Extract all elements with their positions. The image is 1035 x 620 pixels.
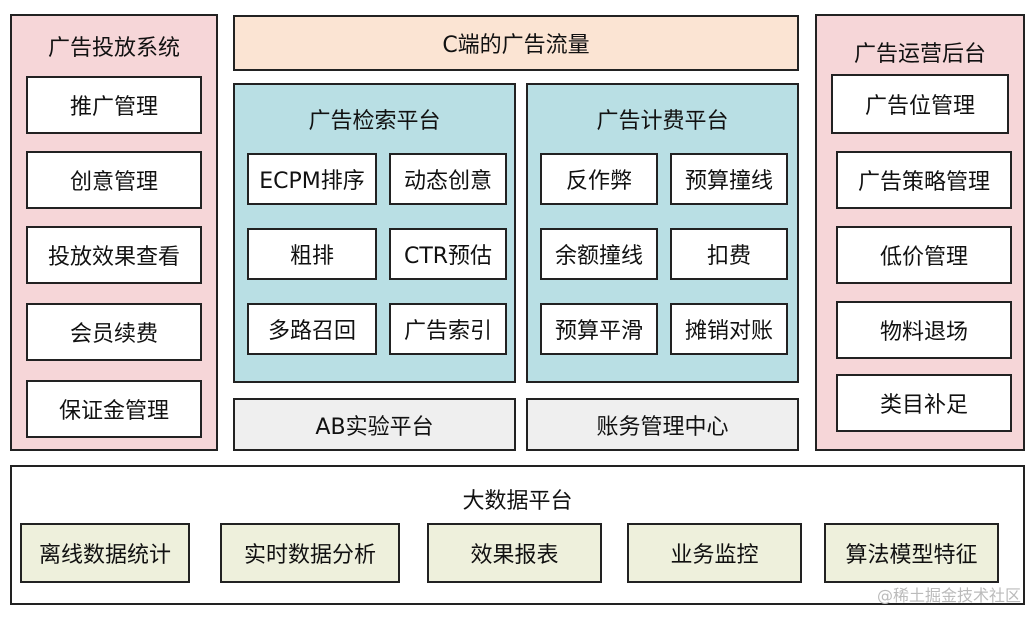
- ad-search-platform-title: 广告检索平台: [308, 109, 441, 134]
- right-item-category-supplement: 类目补足: [836, 374, 1012, 432]
- search-item-coarse-rank: 粗排: [247, 228, 377, 280]
- ab-experiment-platform: AB实验平台: [233, 398, 516, 451]
- left-item-creative: 创意管理: [26, 151, 202, 209]
- ad-billing-platform-title: 广告计费平台: [596, 109, 729, 134]
- ad-delivery-system-title: 广告投放系统: [47, 36, 180, 61]
- bigdata-item-model-features: 算法模型特征: [824, 523, 999, 583]
- ad-billing-platform: 广告计费平台 反作弊 预算撞线 余额撞线 扣费 预算平滑 摊销对账: [526, 83, 799, 383]
- left-item-membership: 会员续费: [26, 303, 202, 361]
- billing-item-amortization-reconcile: 摊销对账: [670, 303, 788, 355]
- big-data-platform-title: 大数据平台: [462, 489, 573, 514]
- bigdata-item-effect-report: 效果报表: [427, 523, 602, 583]
- billing-item-anti-fraud: 反作弊: [540, 153, 658, 205]
- c-side-traffic-banner: C端的广告流量: [233, 15, 799, 71]
- bigdata-item-business-monitor: 业务监控: [627, 523, 802, 583]
- ad-operations-title: 广告运营后台: [853, 42, 986, 67]
- left-item-promotion: 推广管理: [26, 76, 202, 134]
- bigdata-item-offline-stats: 离线数据统计: [20, 523, 190, 583]
- search-item-ecpm-sort: ECPM排序: [247, 153, 377, 205]
- ad-delivery-system-panel: 广告投放系统 推广管理 创意管理 投放效果查看 会员续费 保证金管理: [10, 14, 218, 451]
- ad-search-platform: 广告检索平台 ECPM排序 动态创意 粗排 CTR预估 多路召回 广告索引: [233, 83, 516, 383]
- right-item-material-exit: 物料退场: [836, 301, 1012, 359]
- big-data-platform: 大数据平台 离线数据统计 实时数据分析 效果报表 业务监控 算法模型特征: [10, 465, 1025, 605]
- right-item-ad-slot: 广告位管理: [831, 74, 1009, 134]
- search-item-ad-index: 广告索引: [389, 303, 507, 355]
- right-item-ad-strategy: 广告策略管理: [836, 151, 1012, 209]
- billing-item-deduction: 扣费: [670, 228, 788, 280]
- watermark: @稀土掘金技术社区: [876, 586, 1021, 605]
- billing-item-budget-smoothing: 预算平滑: [540, 303, 658, 355]
- bigdata-item-realtime-analysis: 实时数据分析: [220, 523, 400, 583]
- billing-item-balance-cap: 余额撞线: [540, 228, 658, 280]
- ad-operations-panel: 广告运营后台 广告位管理 广告策略管理 低价管理 物料退场 类目补足: [815, 14, 1025, 451]
- finance-management-center: 账务管理中心: [526, 398, 799, 451]
- billing-item-budget-cap: 预算撞线: [670, 153, 788, 205]
- search-item-dynamic-creative: 动态创意: [389, 153, 507, 205]
- left-item-effect-view: 投放效果查看: [26, 226, 202, 284]
- search-item-ctr-predict: CTR预估: [389, 228, 507, 280]
- right-item-low-price: 低价管理: [836, 226, 1012, 284]
- left-item-deposit: 保证金管理: [26, 380, 202, 438]
- search-item-multi-recall: 多路召回: [247, 303, 377, 355]
